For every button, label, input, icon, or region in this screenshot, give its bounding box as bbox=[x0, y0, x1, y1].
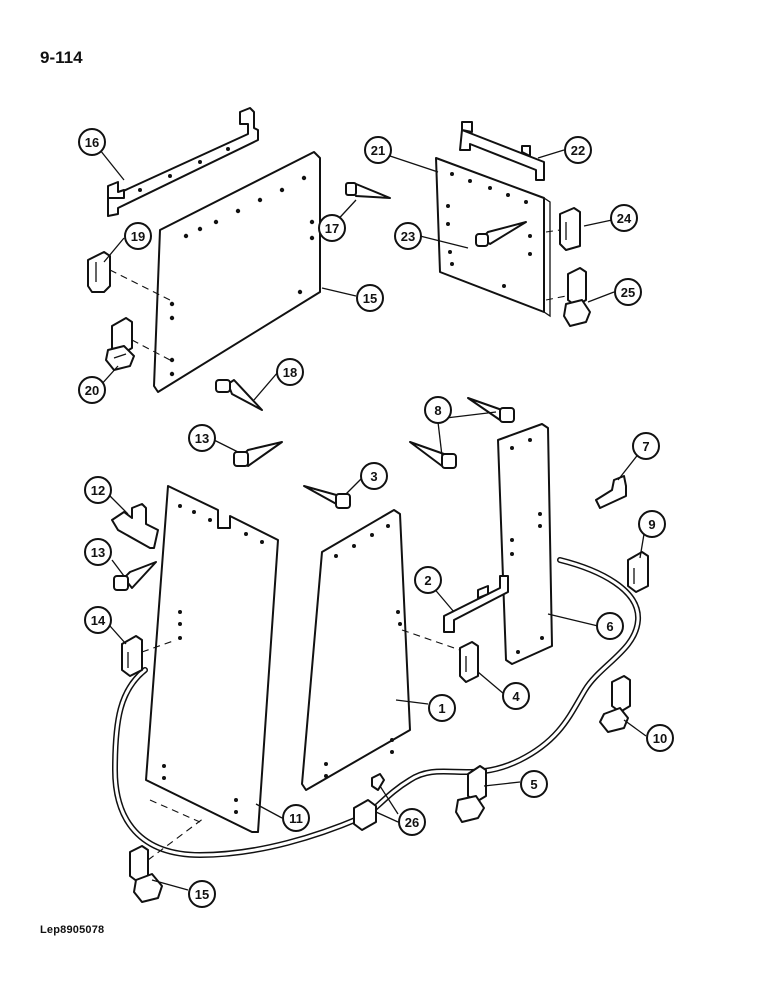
callout-21: 21 bbox=[364, 136, 392, 164]
callout-26: 26 bbox=[398, 808, 426, 836]
pin-23 bbox=[475, 221, 527, 247]
svg-text:16: 16 bbox=[85, 135, 99, 150]
callout-19: 19 bbox=[124, 222, 152, 250]
hose-loop bbox=[111, 557, 642, 859]
svg-text:13: 13 bbox=[195, 431, 209, 446]
pin-13-upper bbox=[233, 441, 283, 467]
svg-text:19: 19 bbox=[131, 229, 145, 244]
callout-23: 23 bbox=[394, 222, 422, 250]
bracket-9 bbox=[627, 551, 649, 593]
svg-text:24: 24 bbox=[617, 211, 632, 226]
callout-5: 5 bbox=[520, 770, 548, 798]
panel-11 bbox=[145, 485, 279, 833]
svg-text:15: 15 bbox=[363, 291, 377, 306]
pin-8-lower bbox=[409, 441, 457, 469]
svg-text:5: 5 bbox=[530, 777, 537, 792]
callout-11: 11 bbox=[282, 804, 310, 832]
svg-text:13: 13 bbox=[91, 545, 105, 560]
pin-18-lower bbox=[215, 379, 263, 411]
callout-18-upper: 17 bbox=[318, 214, 346, 242]
panel-6 bbox=[497, 423, 553, 665]
svg-text:21: 21 bbox=[371, 143, 385, 158]
callout-18-lower: 18 bbox=[276, 358, 304, 386]
latch-25 bbox=[563, 267, 591, 327]
mounting-strip-17 bbox=[107, 107, 259, 217]
bracket-2 bbox=[443, 575, 509, 633]
callout-3: 3 bbox=[360, 462, 388, 490]
callout-13-lower: 13 bbox=[84, 538, 112, 566]
pin-18-upper bbox=[345, 182, 391, 199]
callout-25: 25 bbox=[614, 278, 642, 306]
callout-22: 22 bbox=[564, 136, 592, 164]
latch-20 bbox=[105, 317, 135, 371]
svg-text:1: 1 bbox=[438, 701, 445, 716]
callout-9: 9 bbox=[638, 510, 666, 538]
callout-10: 10 bbox=[646, 724, 674, 752]
svg-text:15: 15 bbox=[195, 887, 209, 902]
svg-text:8: 8 bbox=[434, 403, 441, 418]
bracket-7 bbox=[595, 475, 627, 509]
svg-text:12: 12 bbox=[91, 483, 105, 498]
bracket-4 bbox=[459, 641, 479, 683]
svg-text:17: 17 bbox=[325, 221, 339, 236]
callout-12: 12 bbox=[84, 476, 112, 504]
callout-8: 8 bbox=[424, 396, 452, 424]
svg-text:9: 9 bbox=[648, 517, 655, 532]
svg-text:10: 10 bbox=[653, 731, 667, 746]
bracket-12 bbox=[111, 503, 159, 549]
callout-6: 6 bbox=[596, 612, 624, 640]
latch-5 bbox=[455, 765, 487, 823]
callout-20: 20 bbox=[78, 376, 106, 404]
svg-text:22: 22 bbox=[571, 143, 585, 158]
document-reference: Lep8905078 bbox=[40, 924, 105, 936]
svg-text:23: 23 bbox=[401, 229, 415, 244]
pin-8-upper bbox=[467, 397, 515, 423]
bracket-14 bbox=[121, 635, 143, 677]
callout-14: 14 bbox=[84, 606, 112, 634]
callout-1: 1 bbox=[428, 694, 456, 722]
latch-15 bbox=[129, 845, 163, 903]
panel-16 bbox=[153, 151, 321, 393]
svg-text:26: 26 bbox=[405, 815, 419, 830]
panel-1 bbox=[301, 509, 411, 791]
callout-24: 24 bbox=[610, 204, 638, 232]
svg-text:20: 20 bbox=[85, 383, 99, 398]
svg-text:14: 14 bbox=[91, 613, 106, 628]
svg-text:25: 25 bbox=[621, 285, 635, 300]
callout-2: 2 bbox=[414, 566, 442, 594]
latch-10 bbox=[599, 675, 631, 733]
callout-7: 7 bbox=[632, 432, 660, 460]
svg-text:3: 3 bbox=[370, 469, 377, 484]
svg-text:2: 2 bbox=[424, 573, 431, 588]
svg-text:18: 18 bbox=[283, 365, 297, 380]
bracket-24 bbox=[559, 207, 581, 251]
svg-text:7: 7 bbox=[642, 439, 649, 454]
svg-text:6: 6 bbox=[606, 619, 613, 634]
mounting-strip-22 bbox=[459, 121, 545, 181]
clip-26 bbox=[353, 773, 385, 831]
callout-16: 15 bbox=[356, 284, 384, 312]
callout-4: 4 bbox=[502, 682, 530, 710]
pin-13-lower bbox=[113, 561, 157, 591]
svg-text:11: 11 bbox=[289, 811, 303, 826]
callout-13-upper: 13 bbox=[188, 424, 216, 452]
callout-17: 16 bbox=[78, 128, 106, 156]
svg-text:4: 4 bbox=[512, 689, 520, 704]
page-number: 9-114 bbox=[40, 48, 83, 67]
callout-15: 15 bbox=[188, 880, 216, 908]
pin-3 bbox=[303, 485, 351, 509]
